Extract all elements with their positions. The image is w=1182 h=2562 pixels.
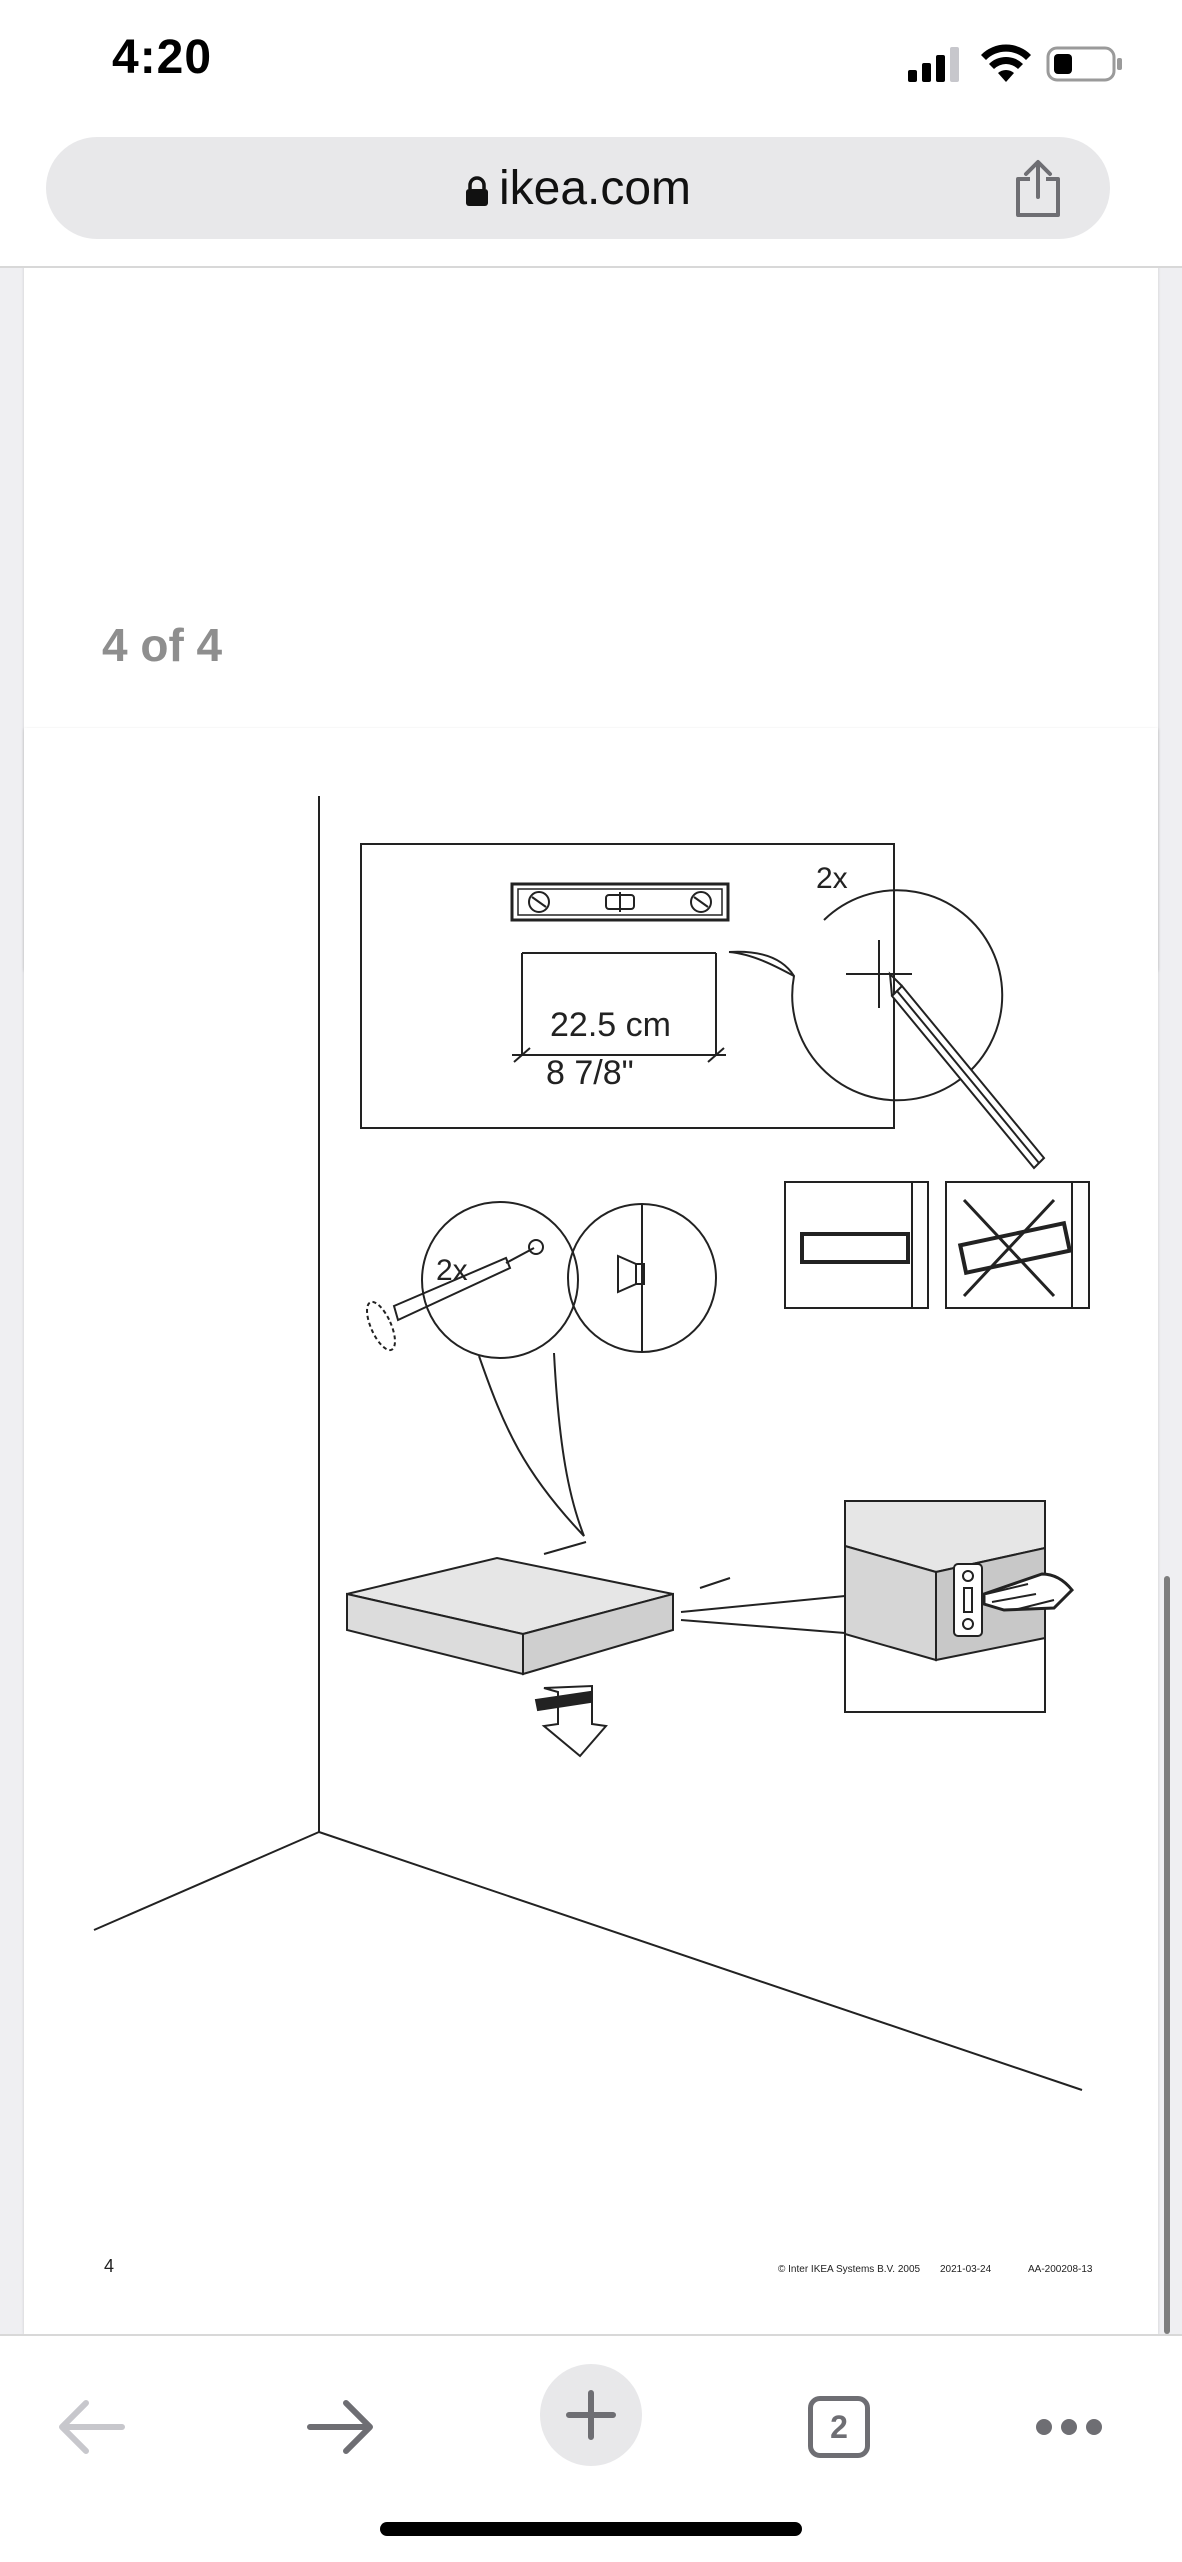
more-button[interactable] bbox=[1024, 2382, 1114, 2472]
footer-date: 2021-03-24 bbox=[940, 2264, 992, 2275]
new-tab-button[interactable] bbox=[540, 2364, 642, 2466]
status-bar: 4:20 bbox=[0, 0, 1182, 128]
wifi-icon bbox=[981, 44, 1031, 82]
cellular-signal-icon bbox=[908, 47, 959, 82]
lock-icon bbox=[465, 176, 488, 206]
toolbar-divider bbox=[0, 266, 1182, 268]
forward-button[interactable] bbox=[296, 2382, 386, 2472]
footer-code: AA-200208-13 bbox=[1028, 2264, 1093, 2275]
pdf-page-4: 2x 22.5 cm 8 7/8" 2x 4 © Inter IKEA Syst… bbox=[24, 728, 1158, 2334]
tabs-icon: 2 bbox=[808, 2396, 870, 2458]
url-display[interactable]: ikea.com bbox=[46, 161, 1110, 216]
page-number: 4 bbox=[104, 2256, 115, 2276]
home-indicator[interactable] bbox=[380, 2522, 802, 2536]
status-time: 4:20 bbox=[112, 31, 213, 84]
forward-arrow-icon bbox=[307, 2400, 373, 2454]
page-indicator: 4 of 4 bbox=[102, 619, 223, 671]
assembly-illustration: 2x 22.5 cm 8 7/8" 2x bbox=[93, 796, 1090, 2091]
address-bar[interactable]: ikea.com bbox=[46, 137, 1110, 239]
scrollbar[interactable] bbox=[1164, 1576, 1170, 2334]
step1-quantity: 2x bbox=[816, 862, 848, 895]
step1-measurement-metric: 22.5 cm bbox=[550, 1006, 671, 1044]
pdf-viewer[interactable]: 4 of 4 3 bbox=[0, 268, 1182, 2334]
back-button[interactable] bbox=[46, 2382, 136, 2472]
plus-icon bbox=[566, 2390, 616, 2440]
more-dots-icon bbox=[1036, 2419, 1102, 2435]
url-text: ikea.com bbox=[498, 162, 692, 215]
share-icon[interactable] bbox=[1010, 159, 1066, 219]
tabs-count: 2 bbox=[830, 2408, 848, 2445]
footer-copyright: © Inter IKEA Systems B.V. 2005 bbox=[778, 2264, 921, 2275]
step2-quantity: 2x bbox=[436, 1254, 468, 1287]
battery-icon bbox=[1046, 46, 1122, 82]
step1-measurement-imperial: 8 7/8" bbox=[546, 1054, 634, 1092]
tabs-button[interactable]: 2 bbox=[794, 2382, 884, 2472]
back-arrow-icon bbox=[59, 2400, 125, 2454]
